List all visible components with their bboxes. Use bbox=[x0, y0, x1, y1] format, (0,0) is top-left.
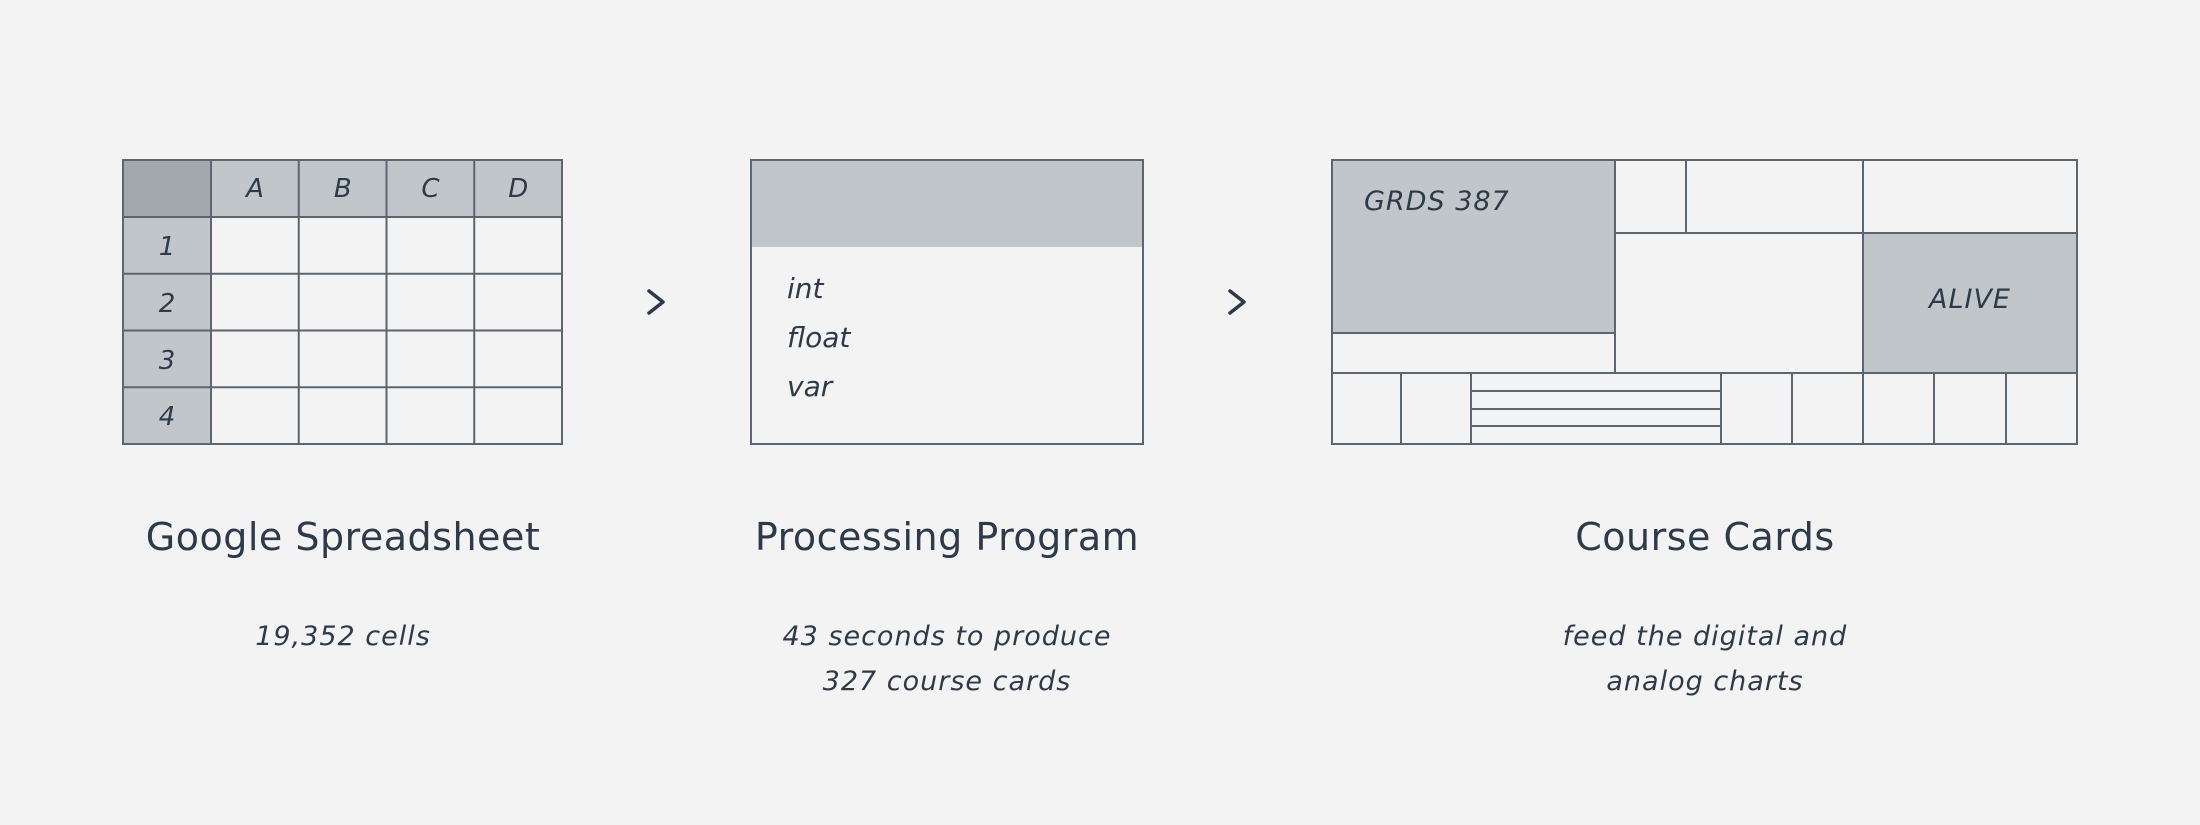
spreadsheet-border bbox=[122, 159, 563, 445]
course-cards-description: feed the digital and analog charts bbox=[1405, 614, 2005, 704]
program-description-line: 43 seconds to produce bbox=[782, 621, 1112, 652]
program-description: 43 seconds to produce 327 course cards bbox=[647, 614, 1247, 704]
course-card-illustration bbox=[1331, 159, 2078, 445]
program-type-list: int float var bbox=[787, 272, 851, 403]
spreadsheet-title: Google Spreadsheet bbox=[145, 515, 541, 559]
column-header-c: C bbox=[421, 174, 440, 204]
course-cards-description-line: analog charts bbox=[1606, 666, 1804, 697]
course-card-code-block bbox=[1331, 159, 1616, 334]
flow-arrows bbox=[647, 289, 1246, 315]
spreadsheet-description: 19,352 cells bbox=[43, 614, 643, 659]
row-header-2: 2 bbox=[159, 289, 176, 319]
program-type-var: var bbox=[787, 370, 834, 403]
column-header-d: D bbox=[508, 174, 528, 204]
program-window-border bbox=[750, 159, 1144, 445]
course-code-label: GRDS 387 bbox=[1364, 186, 1510, 217]
course-card-status-block bbox=[1862, 232, 2078, 374]
program-description-line: 327 course cards bbox=[822, 666, 1072, 697]
spreadsheet-labels: A B C D 1 2 3 4 bbox=[159, 174, 529, 432]
spreadsheet-description-line: 19,352 cells bbox=[255, 621, 431, 652]
row-header-4: 4 bbox=[159, 402, 176, 432]
arrow-icon bbox=[647, 289, 665, 315]
program-type-float: float bbox=[787, 321, 851, 354]
spreadsheet-corner-cell bbox=[122, 159, 212, 218]
row-header-3: 3 bbox=[159, 346, 176, 376]
course-cards-description-line: feed the digital and bbox=[1562, 621, 1848, 652]
course-card-labels: GRDS 387 ALIVE bbox=[1364, 186, 2011, 315]
course-status-label: ALIVE bbox=[1927, 284, 2011, 315]
program-window-titlebar bbox=[751, 160, 1143, 247]
arrow-icon bbox=[1228, 289, 1246, 315]
program-title: Processing Program bbox=[754, 515, 1140, 559]
column-header-a: A bbox=[244, 174, 264, 204]
program-type-int: int bbox=[787, 272, 825, 305]
column-header-b: B bbox=[334, 174, 352, 204]
course-card-border bbox=[1331, 159, 2078, 445]
program-window-illustration bbox=[750, 159, 1144, 445]
course-cards-title: Course Cards bbox=[1575, 515, 1835, 559]
row-header-1: 1 bbox=[159, 232, 176, 262]
spreadsheet-illustration bbox=[122, 159, 563, 445]
